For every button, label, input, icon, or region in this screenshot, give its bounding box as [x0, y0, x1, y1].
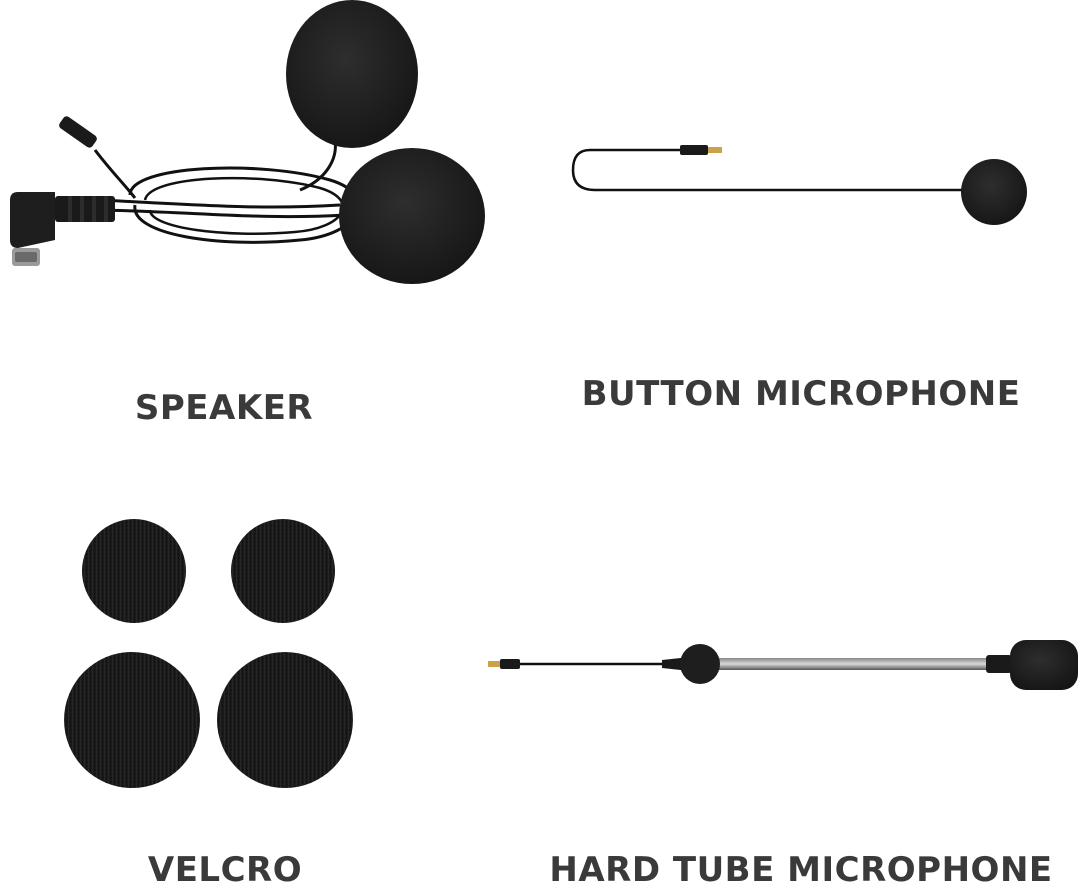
button-microphone-label: BUTTON MICROPHONE — [581, 374, 1021, 414]
hard-tube-microphone-label: HARD TUBE MICROPHONE — [549, 850, 1053, 890]
hard-tube-microphone-icon — [488, 640, 1078, 690]
velcro-icon — [64, 519, 353, 788]
velcro-label: VELCRO — [147, 850, 303, 890]
button-microphone-icon — [571, 145, 1027, 225]
speaker-label: SPEAKER — [134, 388, 314, 428]
speaker-icon — [10, 0, 485, 284]
